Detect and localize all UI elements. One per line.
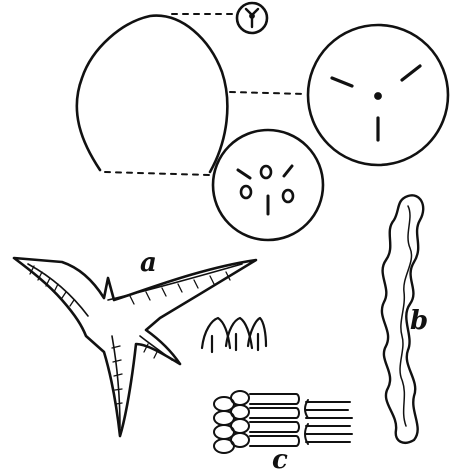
aboral-view-disc (213, 130, 323, 240)
cell-block (214, 391, 352, 453)
apical-disc-small (237, 3, 267, 33)
leader-lines (105, 14, 306, 175)
oral-view-disc (308, 25, 448, 165)
label-b: b (410, 308, 428, 334)
label-c: c (272, 447, 288, 473)
test-side-view (77, 16, 228, 172)
label-a: a (140, 250, 157, 276)
small-spines (202, 318, 266, 352)
